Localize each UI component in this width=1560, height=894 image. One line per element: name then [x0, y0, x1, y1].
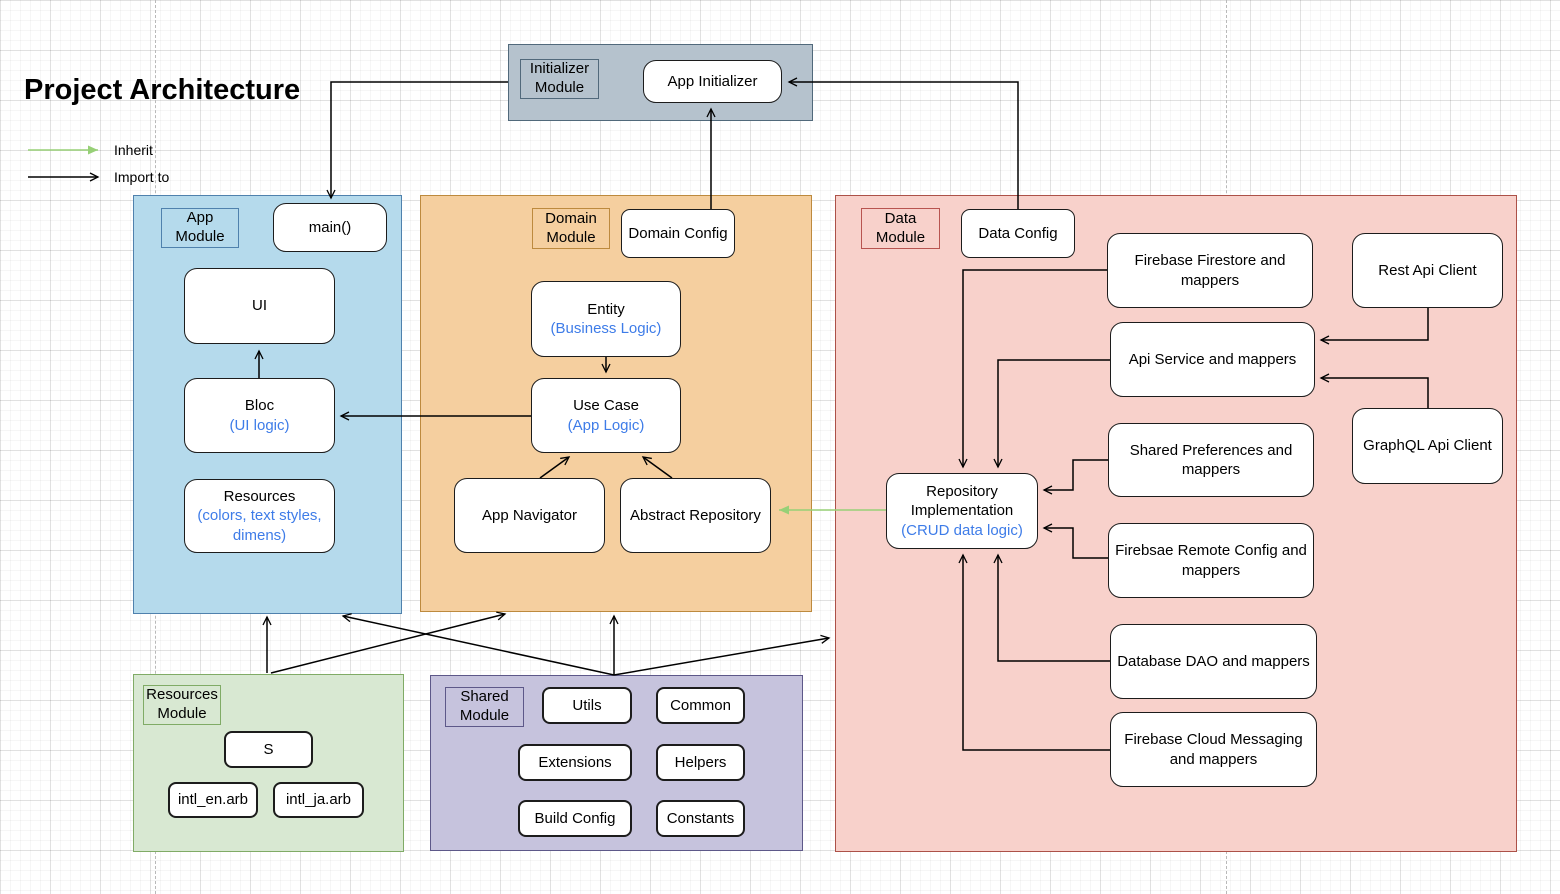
node-api-service-title: Api Service and mappers [1128, 350, 1297, 368]
node-use-case[interactable]: Use Case (App Logic) [531, 378, 681, 453]
node-firebase-firestore[interactable]: Firebase Firestore and mappers [1107, 233, 1313, 308]
data-module-label[interactable]: Data Module [861, 208, 940, 249]
node-resources[interactable]: Resources (colors, text styles, dimens) [184, 479, 335, 553]
node-firebase-remote-config[interactable]: Firebsae Remote Config and mappers [1108, 523, 1314, 598]
node-main-title: main() [308, 218, 352, 236]
node-common-title: Common [670, 696, 731, 714]
node-resources-subtitle: (colors, text styles, dimens) [197, 507, 322, 544]
legend-import-label: Import to [114, 169, 170, 185]
node-helpers-title: Helpers [674, 753, 727, 771]
node-entity[interactable]: Entity (Business Logic) [531, 281, 681, 357]
node-firebase-cloud-messaging-title: Firebase Cloud Messaging and mappers [1124, 731, 1303, 768]
node-intl-ja-arb[interactable]: intl_ja.arb [273, 782, 364, 818]
legend-inherit-label: Inherit [114, 142, 153, 158]
node-shared-preferences-title: Shared Preferences and mappers [1129, 441, 1293, 479]
node-utils-title: Utils [572, 696, 602, 714]
node-firebase-firestore-title: Firebase Firestore and mappers [1134, 252, 1286, 289]
node-graphql-api-client-title: GraphQL Api Client [1363, 437, 1492, 455]
node-app-initializer[interactable]: App Initializer [643, 60, 782, 103]
node-abstract-repository-title: Abstract Repository [630, 506, 761, 524]
node-rest-api-client-title: Rest Api Client [1378, 261, 1477, 279]
node-use-case-subtitle: (App Logic) [567, 416, 645, 434]
edge-shared-to-datamodule [613, 634, 831, 676]
node-s-title: S [263, 740, 274, 758]
node-s[interactable]: S [224, 731, 313, 768]
domain-module-label[interactable]: Domain Module [532, 208, 610, 249]
initializer-module-label[interactable]: Initializer Module [520, 59, 599, 99]
node-resources-title: Resources [223, 487, 296, 505]
node-domain-config-title: Domain Config [628, 224, 728, 242]
diagram-title: Project Architecture [24, 74, 301, 106]
node-database-dao[interactable]: Database DAO and mappers [1110, 624, 1317, 699]
node-build-config-title: Build Config [534, 809, 616, 827]
node-intl-ja-arb-title: intl_ja.arb [285, 791, 352, 809]
node-ui-title: UI [252, 297, 267, 315]
shared-module-label[interactable]: Shared Module [445, 687, 524, 727]
node-intl-en-arb-title: intl_en.arb [177, 791, 249, 809]
node-build-config[interactable]: Build Config [518, 800, 632, 837]
node-database-dao-title: Database DAO and mappers [1117, 652, 1310, 670]
edge-initializer-to-main [326, 81, 508, 200]
node-repository-implementation-subtitle: (CRUD data logic) [901, 521, 1023, 539]
node-app-navigator[interactable]: App Navigator [454, 478, 605, 553]
node-bloc-subtitle: (UI logic) [229, 416, 290, 434]
node-bloc-title: Bloc [244, 397, 275, 414]
app-module-label[interactable]: App Module [161, 208, 239, 248]
node-constants[interactable]: Constants [656, 800, 745, 837]
node-utils[interactable]: Utils [542, 687, 632, 724]
node-graphql-api-client[interactable]: GraphQL Api Client [1352, 408, 1503, 484]
node-api-service[interactable]: Api Service and mappers [1110, 322, 1315, 397]
node-entity-subtitle: (Business Logic) [550, 320, 662, 337]
node-use-case-title: Use Case [573, 397, 639, 414]
resources-module-label[interactable]: Resources Module [143, 685, 221, 725]
node-rest-api-client[interactable]: Rest Api Client [1352, 233, 1503, 308]
node-main[interactable]: main() [273, 203, 387, 252]
node-data-config-title: Data Config [978, 224, 1058, 242]
node-ui[interactable]: UI [184, 268, 335, 344]
node-shared-preferences[interactable]: Shared Preferences and mappers [1108, 423, 1314, 497]
edge-resources-to-domainmodule [270, 611, 507, 674]
node-extensions[interactable]: Extensions [518, 744, 632, 781]
node-app-initializer-title: App Initializer [667, 72, 758, 90]
node-data-config[interactable]: Data Config [961, 209, 1075, 258]
node-helpers[interactable]: Helpers [656, 744, 745, 781]
node-intl-en-arb[interactable]: intl_en.arb [168, 782, 258, 818]
node-entity-title: Entity [587, 300, 625, 318]
node-constants-title: Constants [666, 809, 735, 827]
node-common[interactable]: Common [656, 687, 745, 724]
node-bloc[interactable]: Bloc (UI logic) [184, 378, 335, 453]
node-extensions-title: Extensions [538, 753, 612, 771]
node-abstract-repository[interactable]: Abstract Repository [620, 478, 771, 553]
node-app-navigator-title: App Navigator [481, 506, 578, 524]
node-repository-implementation[interactable]: Repository Implementation (CRUD data log… [886, 473, 1038, 549]
edge-dataconfig-to-appinitializer [787, 77, 1019, 209]
edge-shared-to-appmodule [341, 613, 615, 676]
node-domain-config[interactable]: Domain Config [621, 209, 735, 258]
node-firebase-remote-config-title: Firebsae Remote Config and mappers [1115, 542, 1307, 579]
node-repository-implementation-title: Repository Implementation [910, 482, 1014, 520]
node-firebase-cloud-messaging[interactable]: Firebase Cloud Messaging and mappers [1110, 712, 1317, 787]
